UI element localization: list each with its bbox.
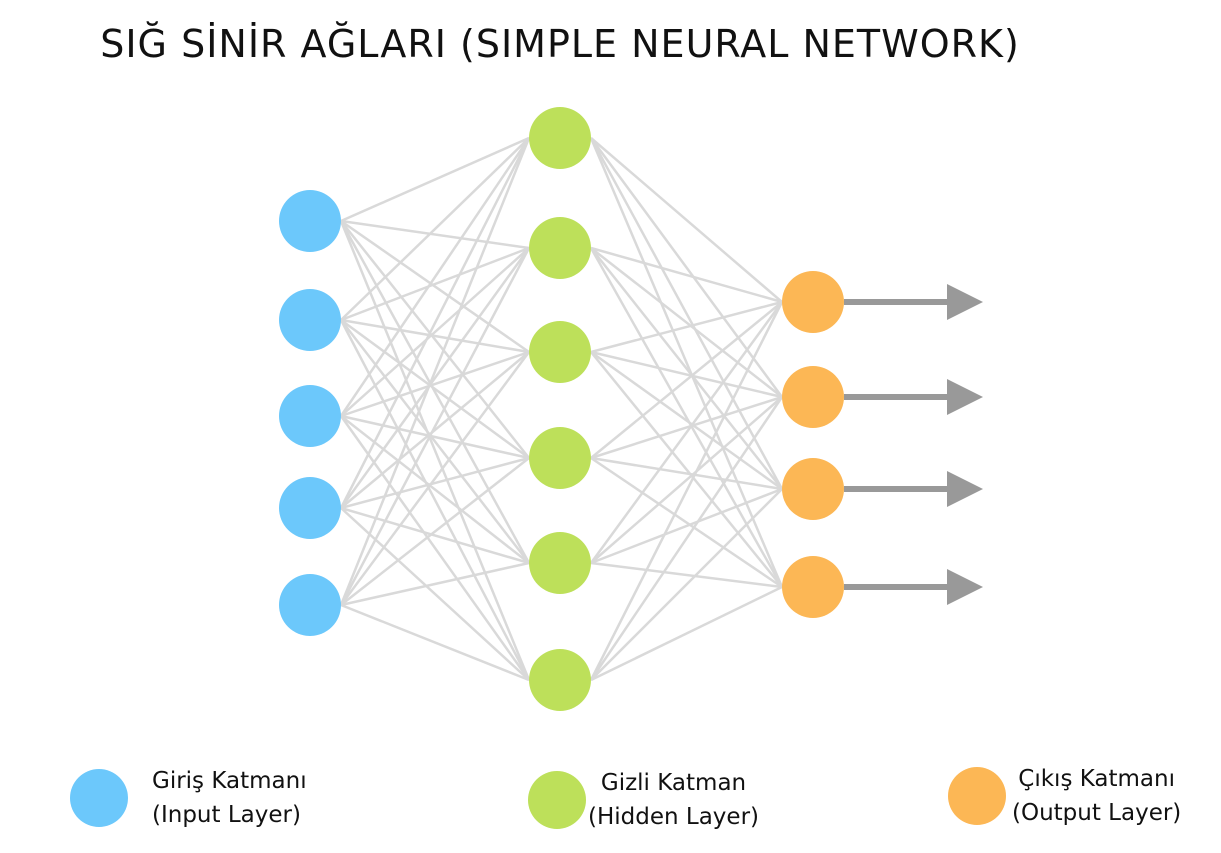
connection-edge: [340, 219, 530, 354]
connection-edge: [339, 351, 531, 606]
connection-edge: [340, 506, 530, 565]
connections-group: [339, 136, 784, 682]
connection-edge: [589, 137, 784, 490]
legend-output-label: Çıkış Katmanı: [1018, 766, 1175, 792]
connection-edge: [590, 561, 783, 589]
output-node: [782, 271, 844, 333]
output-arrows-group: [844, 284, 983, 605]
connection-edge: [339, 247, 531, 606]
connection-edge: [590, 488, 783, 681]
connection-edge: [340, 247, 530, 417]
legend-hidden-sublabel: (Hidden Layer): [588, 804, 759, 830]
connection-edge: [589, 301, 784, 681]
hidden-node: [529, 107, 591, 169]
connection-edge: [340, 246, 530, 322]
connection-edge: [340, 603, 530, 682]
connection-edge: [590, 301, 783, 459]
legend-output: Çıkış Katmanı (Output Layer): [948, 762, 1181, 830]
input-node: [279, 385, 341, 447]
connection-edge: [339, 137, 531, 509]
connection-edge: [340, 561, 530, 607]
connection-edge: [589, 137, 784, 398]
diagram-title: SIĞ SİNİR AĞLARI (SIMPLE NEURAL NETWORK): [100, 22, 1020, 66]
connection-edge: [340, 137, 530, 321]
input-node: [279, 289, 341, 351]
hidden-node: [529, 649, 591, 711]
legend-hidden: Gizli Katman (Hidden Layer): [528, 766, 759, 834]
hidden-node: [529, 321, 591, 383]
hidden-node: [529, 532, 591, 594]
legend-hidden-dot: [528, 771, 586, 829]
connection-edge: [340, 457, 530, 606]
hidden-node: [529, 427, 591, 489]
connection-edge: [590, 396, 783, 564]
connection-edge: [340, 220, 530, 459]
connection-edge: [340, 319, 530, 564]
connection-edge: [590, 395, 783, 460]
connection-edge: [340, 414, 530, 460]
connection-edge: [590, 350, 783, 491]
connection-edge: [340, 318, 530, 354]
connection-edge: [340, 136, 530, 223]
legend-input-label: Giriş Katmanı: [152, 768, 307, 794]
legend-output-sublabel: (Output Layer): [1012, 800, 1182, 826]
legend-hidden-label: Gizli Katman: [600, 770, 747, 796]
connection-edge: [339, 220, 531, 681]
connection-edge: [590, 137, 783, 303]
connection-edge: [589, 247, 784, 588]
hidden-node: [529, 217, 591, 279]
legend-input-sublabel: (Input Layer): [152, 802, 301, 828]
connection-edge: [590, 246, 783, 304]
connection-edge: [589, 301, 784, 564]
connection-edge: [339, 137, 531, 606]
input-node: [279, 477, 341, 539]
output-node: [782, 458, 844, 520]
connection-edge: [590, 456, 783, 491]
connection-edge: [590, 350, 783, 399]
input-node: [279, 574, 341, 636]
connection-edge: [339, 415, 531, 681]
connection-edge: [589, 137, 784, 588]
connection-edge: [340, 456, 530, 510]
connection-edge: [590, 351, 783, 588]
nodes-group: [279, 107, 844, 711]
legend-input: Giriş Katmanı (Input Layer): [70, 764, 307, 832]
output-node: [782, 366, 844, 428]
connection-edge: [340, 318, 530, 460]
legend-output-dot: [948, 767, 1006, 825]
connection-edge: [590, 247, 783, 490]
connection-edge: [340, 351, 530, 509]
connection-edge: [339, 247, 531, 509]
connection-edge: [590, 456, 783, 589]
connection-edge: [590, 585, 783, 682]
connection-edge: [340, 507, 530, 681]
connection-edge: [339, 220, 531, 564]
connection-edge: [590, 487, 783, 565]
connection-edge: [340, 415, 530, 564]
output-node: [782, 556, 844, 618]
connection-edge: [340, 219, 530, 250]
connection-edge: [589, 396, 784, 681]
connection-edge: [340, 350, 530, 418]
legend-input-dot: [70, 769, 128, 827]
connection-edge: [590, 300, 783, 354]
connection-edge: [590, 247, 783, 398]
connection-edge: [339, 319, 531, 681]
connection-edge: [339, 137, 531, 417]
input-node: [279, 190, 341, 252]
